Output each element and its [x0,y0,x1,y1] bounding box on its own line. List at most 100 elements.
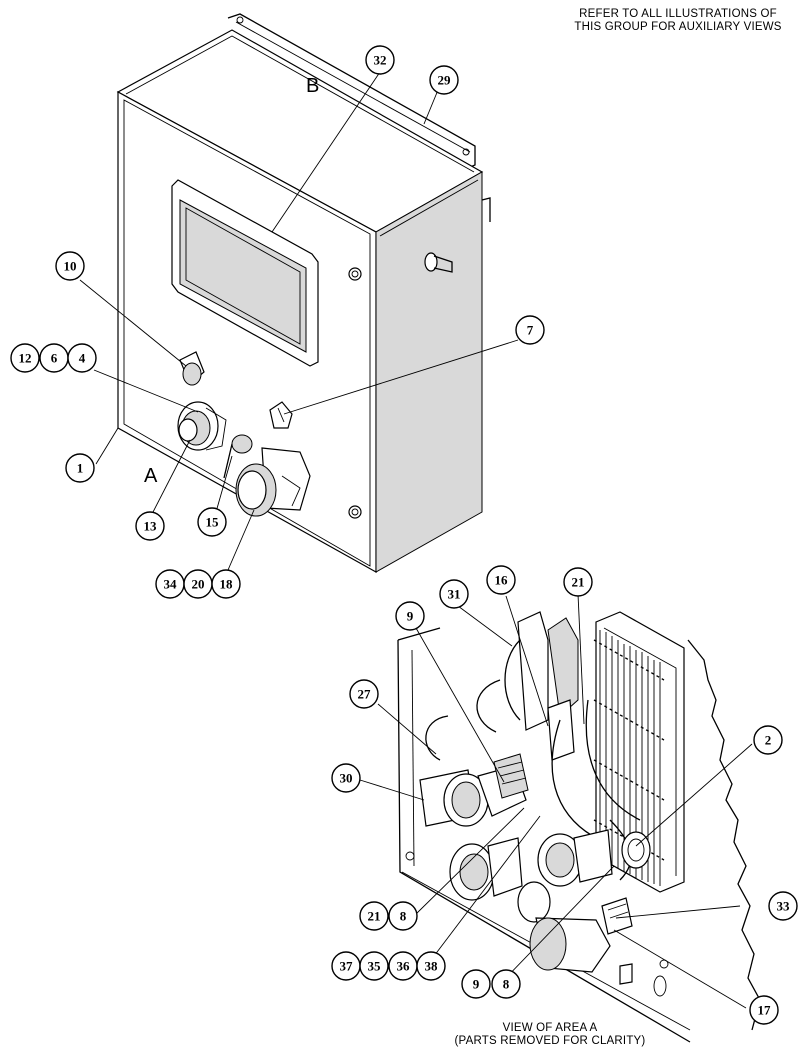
callout-circle [65,453,95,483]
leader-7 [283,339,519,415]
callout-label: 6 [51,351,58,366]
callout-27: 27 [349,679,379,709]
callout-circle [461,969,491,999]
view-caption: VIEW OF AREA A (PARTS REMOVED FOR CLARIT… [430,1022,670,1048]
callout-label: 7 [527,323,534,338]
detail-view-a [397,611,761,1043]
callout-label: 31 [448,587,461,602]
leader-29 [423,89,439,125]
callout-circle [365,45,395,75]
callout-label: 33 [777,899,791,914]
callout-21: 21 [563,567,593,597]
callout-37: 37 [331,951,361,981]
leader-4 [93,369,199,413]
callout-1: 1 [65,453,95,483]
callout-9: 9 [395,601,425,631]
callout-circle [515,315,545,345]
callout-label: 21 [368,909,381,924]
callout-label: 37 [340,959,354,974]
leader-16 [505,595,549,727]
callout-label: 8 [503,977,510,992]
leader-38 [427,815,541,965]
callout-29: 29 [429,65,459,95]
callout-7: 7 [515,315,545,345]
callout-21: 21 [359,901,389,931]
view-caption-line2: (PARTS REMOVED FOR CLARITY) [454,1035,646,1047]
callout-4: 4 [67,343,97,373]
callout-circle [55,251,85,281]
callout-31: 31 [439,579,469,609]
callout-circle [416,951,446,981]
callout-label: 8 [400,909,407,924]
callout-label: 18 [220,577,234,592]
callout-circle [749,995,779,1025]
callout-circle [349,679,379,709]
refer-note-line2: THIS GROUP FOR AUXILIARY VIEWS [574,21,782,33]
callout-20: 20 [183,569,213,599]
callout-34: 34 [155,569,185,599]
callout-label: 12 [19,351,32,366]
callout-35: 35 [359,951,389,981]
leader-lines [79,71,753,1009]
leader-32 [271,71,381,233]
callout-circle [10,343,40,373]
callout-circle [211,569,241,599]
callout-label: 29 [438,73,452,88]
callout-17: 17 [749,995,779,1025]
callout-circle [67,343,97,373]
leader-10 [79,279,187,367]
callout-10: 10 [55,251,85,281]
callout-label: 38 [425,959,439,974]
leader-13 [151,439,191,515]
leader-31 [457,605,513,647]
leader-1 [95,427,119,465]
callout-30: 30 [331,763,361,793]
callout-circle [768,891,798,921]
callout-circle [388,901,418,931]
callout-8: 8 [491,969,521,999]
callout-label: 9 [407,609,414,624]
view-caption-line1: VIEW OF AREA A [502,1022,598,1034]
leader-8b [499,865,615,985]
callout-label: 32 [374,53,387,68]
callout-15: 15 [197,507,227,537]
callout-13: 13 [135,511,165,541]
callout-36: 36 [388,951,418,981]
leader-27 [377,703,437,755]
leader-2 [635,743,753,847]
callout-circle [197,507,227,537]
callout-label: 21 [572,575,585,590]
callout-circle [491,969,521,999]
callout-18: 18 [211,569,241,599]
callout-16: 16 [486,565,516,595]
callout-32: 32 [365,45,395,75]
callout-label: 36 [397,959,411,974]
callout-label: 1 [77,461,84,476]
callout-12: 12 [10,343,40,373]
callout-33: 33 [768,891,798,921]
callout-circle [331,763,361,793]
leader-15 [215,455,233,513]
view-letter-a: A [144,465,158,487]
callout-38: 38 [416,951,446,981]
callout-label: 30 [340,771,353,786]
callout-2: 2 [753,725,783,755]
callout-circle [359,901,389,931]
callout-label: 34 [164,577,178,592]
callout-label: 9 [473,977,480,992]
callout-circle [563,567,593,597]
leader-18 [227,509,255,571]
leader-17 [613,929,747,1009]
callout-circle [753,725,783,755]
leader-21 [577,593,585,725]
callout-circle [439,579,469,609]
callout-8: 8 [388,901,418,931]
callout-circle [135,511,165,541]
refer-note-line1: REFER TO ALL ILLUSTRATIONS OF [579,8,777,20]
callout-circle [429,65,459,95]
refer-note: REFER TO ALL ILLUSTRATIONS OF THIS GROUP… [548,8,808,34]
callout-label: 20 [192,577,205,592]
callout-circle [486,565,516,595]
callout-circle [395,601,425,631]
